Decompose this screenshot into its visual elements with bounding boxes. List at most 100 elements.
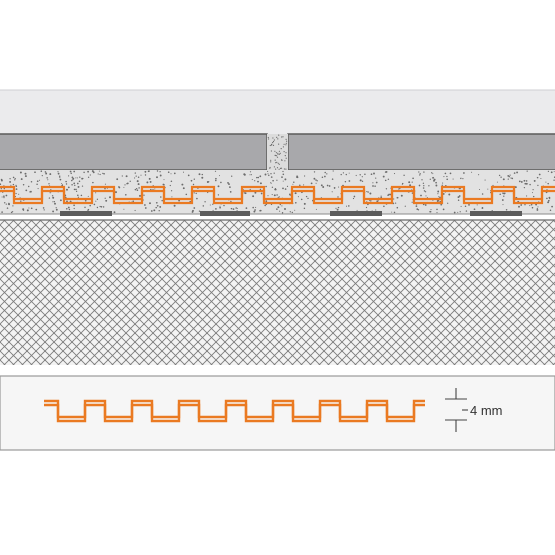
grout-speckle: [279, 167, 282, 169]
mortar-speckle: [375, 181, 378, 184]
mortar-speckle: [55, 208, 58, 211]
mortar-speckle: [95, 200, 97, 202]
mortar-speckle: [3, 195, 5, 197]
mortar-speckle: [59, 177, 61, 179]
mortar-speckle: [22, 209, 25, 211]
mortar-speckle: [209, 204, 211, 206]
mortar-speckle: [139, 194, 141, 197]
mortar-speckle: [332, 170, 334, 172]
mortar-speckle: [550, 171, 553, 174]
mortar-speckle: [353, 195, 356, 198]
mortar-speckle: [380, 196, 383, 199]
mortar-speckle: [446, 178, 449, 181]
mortar-speckle: [67, 206, 70, 209]
mortar-speckle: [257, 176, 260, 179]
mortar-speckle: [159, 171, 161, 173]
mortar-speckle: [478, 174, 480, 176]
mortar-speckle: [289, 194, 291, 196]
mortar-speckle: [276, 179, 278, 181]
mortar-speckle: [292, 183, 294, 185]
grout-speckle: [278, 163, 280, 165]
mortar-speckle: [523, 186, 526, 189]
mortar-speckle: [276, 194, 278, 196]
mortar-speckle: [207, 191, 209, 194]
mortar-speckle: [376, 200, 379, 203]
mortar-speckle: [401, 182, 404, 185]
mortar-speckle: [525, 180, 528, 182]
mortar-speckle: [501, 199, 504, 201]
mortar-speckle: [215, 177, 217, 180]
mortar-speckle: [135, 175, 137, 177]
mortar-speckle: [547, 170, 550, 173]
mortar-speckle: [156, 204, 159, 207]
mortar-speckle: [531, 192, 534, 194]
mortar-speckle: [3, 202, 6, 204]
mortar-speckle: [143, 194, 145, 196]
mortar-speckle: [297, 196, 299, 198]
mortar-speckle: [265, 185, 267, 188]
mortar-speckle: [192, 183, 195, 186]
mortar-speckle: [536, 207, 538, 210]
mortar-speckle: [440, 203, 443, 206]
mortar-speckle: [76, 177, 78, 179]
mortar-speckle: [146, 181, 149, 184]
mortar-speckle: [161, 199, 163, 202]
mortar-speckle: [300, 198, 303, 201]
mortar-speckle: [409, 184, 412, 187]
mortar-speckle: [12, 183, 15, 186]
grout-speckle: [269, 144, 271, 147]
mortar-speckle: [442, 208, 445, 211]
mortar-speckle: [416, 208, 419, 210]
grout-speckle: [273, 139, 275, 141]
mortar-speckle: [465, 210, 468, 212]
mortar-speckle: [47, 179, 49, 181]
mortar-speckle: [457, 199, 460, 202]
grout-speckle: [282, 146, 284, 148]
mortar-speckle: [159, 205, 162, 208]
mortar-speckle: [252, 195, 255, 198]
mortar-speckle: [304, 175, 306, 177]
mortar-speckle: [49, 173, 52, 176]
mortar-speckle: [383, 205, 385, 208]
mortar-speckle: [324, 171, 326, 174]
mortar-speckle: [65, 207, 68, 210]
mortar-speckle: [89, 174, 91, 176]
grout-speckle: [284, 160, 286, 162]
mortar-speckle: [396, 196, 399, 199]
mortar-speckle: [380, 195, 382, 197]
mortar-speckle: [185, 193, 188, 196]
mortar-speckle: [437, 190, 440, 193]
mortar-speckle: [396, 206, 399, 209]
mortar-speckle: [73, 188, 76, 191]
grout-speckle: [283, 151, 285, 153]
mortar-speckle: [218, 175, 221, 177]
mortar-speckle: [0, 183, 2, 186]
mortar-speckle: [113, 211, 116, 214]
mortar-speckle: [424, 204, 427, 206]
mortar-speckle: [212, 209, 214, 211]
wall-band: [0, 90, 555, 134]
mortar-speckle: [282, 180, 284, 182]
mortar-speckle: [196, 197, 198, 200]
mortar-speckle: [293, 181, 295, 183]
mortar-speckle: [104, 187, 106, 190]
mortar-speckle: [518, 180, 521, 183]
grout-speckle: [283, 168, 285, 170]
mortar-speckle: [150, 210, 153, 212]
grout-speckle: [286, 140, 288, 142]
mortar-speckle: [87, 170, 89, 173]
mortar-speckle: [15, 188, 18, 190]
mortar-speckle: [83, 171, 85, 174]
mortar-speckle: [408, 181, 411, 184]
mortar-speckle: [267, 173, 269, 175]
grout-speckle: [274, 154, 276, 157]
mortar-speckle: [530, 203, 533, 206]
grout-speckle: [270, 159, 272, 161]
mortar-speckle: [457, 196, 460, 199]
mortar-speckle: [134, 209, 136, 212]
mortar-speckle: [1, 196, 3, 198]
mortar-speckle: [3, 196, 5, 199]
mortar-speckle: [182, 187, 185, 190]
mortar-speckle: [267, 170, 269, 172]
mortar-speckle: [313, 177, 316, 180]
